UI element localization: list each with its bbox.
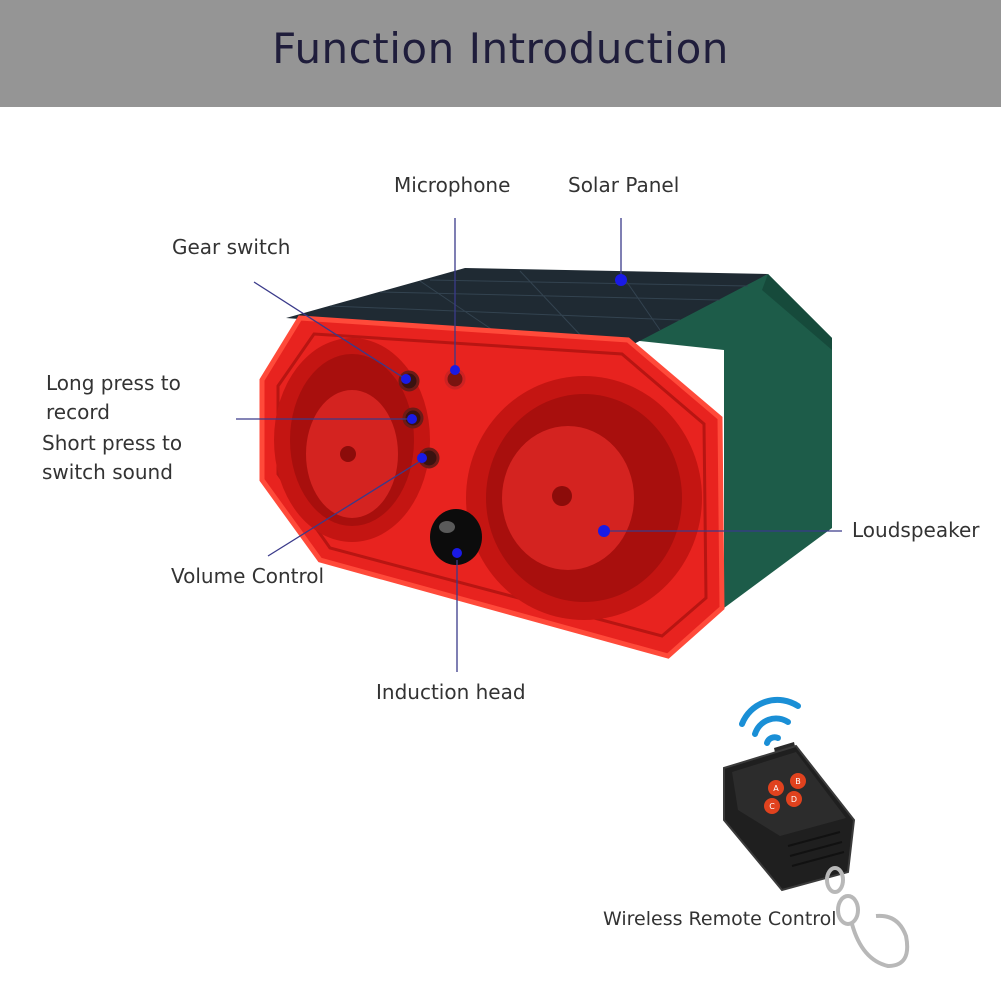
remote-button-d: D xyxy=(791,795,797,804)
callout-dots xyxy=(401,274,627,558)
label-induction-head: Induction head xyxy=(376,680,526,704)
callout-lines xyxy=(236,218,842,672)
remote-button-c: C xyxy=(769,802,775,811)
wifi-signal-icon xyxy=(739,696,801,746)
header-bar: Function Introduction xyxy=(0,0,1001,107)
label-remote-control: Wireless Remote Control xyxy=(603,908,837,930)
label-short-press: Short press to switch sound xyxy=(42,431,183,484)
remote-button-a: A xyxy=(773,784,779,793)
keychain-clip xyxy=(825,866,910,969)
label-loudspeaker: Loudspeaker xyxy=(852,518,980,542)
remote-control: A B C D xyxy=(723,696,910,969)
label-long-press: Long press to record xyxy=(46,371,181,424)
label-microphone: Microphone xyxy=(394,173,511,197)
page-title: Function Introduction xyxy=(272,24,729,73)
remote-buttons: A B C D xyxy=(764,773,806,814)
label-volume-control: Volume Control xyxy=(171,564,325,588)
device-side-body xyxy=(630,274,832,608)
label-gear-switch: Gear switch xyxy=(172,235,291,259)
label-solar-panel: Solar Panel xyxy=(568,173,680,197)
device-illustration xyxy=(259,268,832,659)
remote-button-b: B xyxy=(795,777,801,786)
